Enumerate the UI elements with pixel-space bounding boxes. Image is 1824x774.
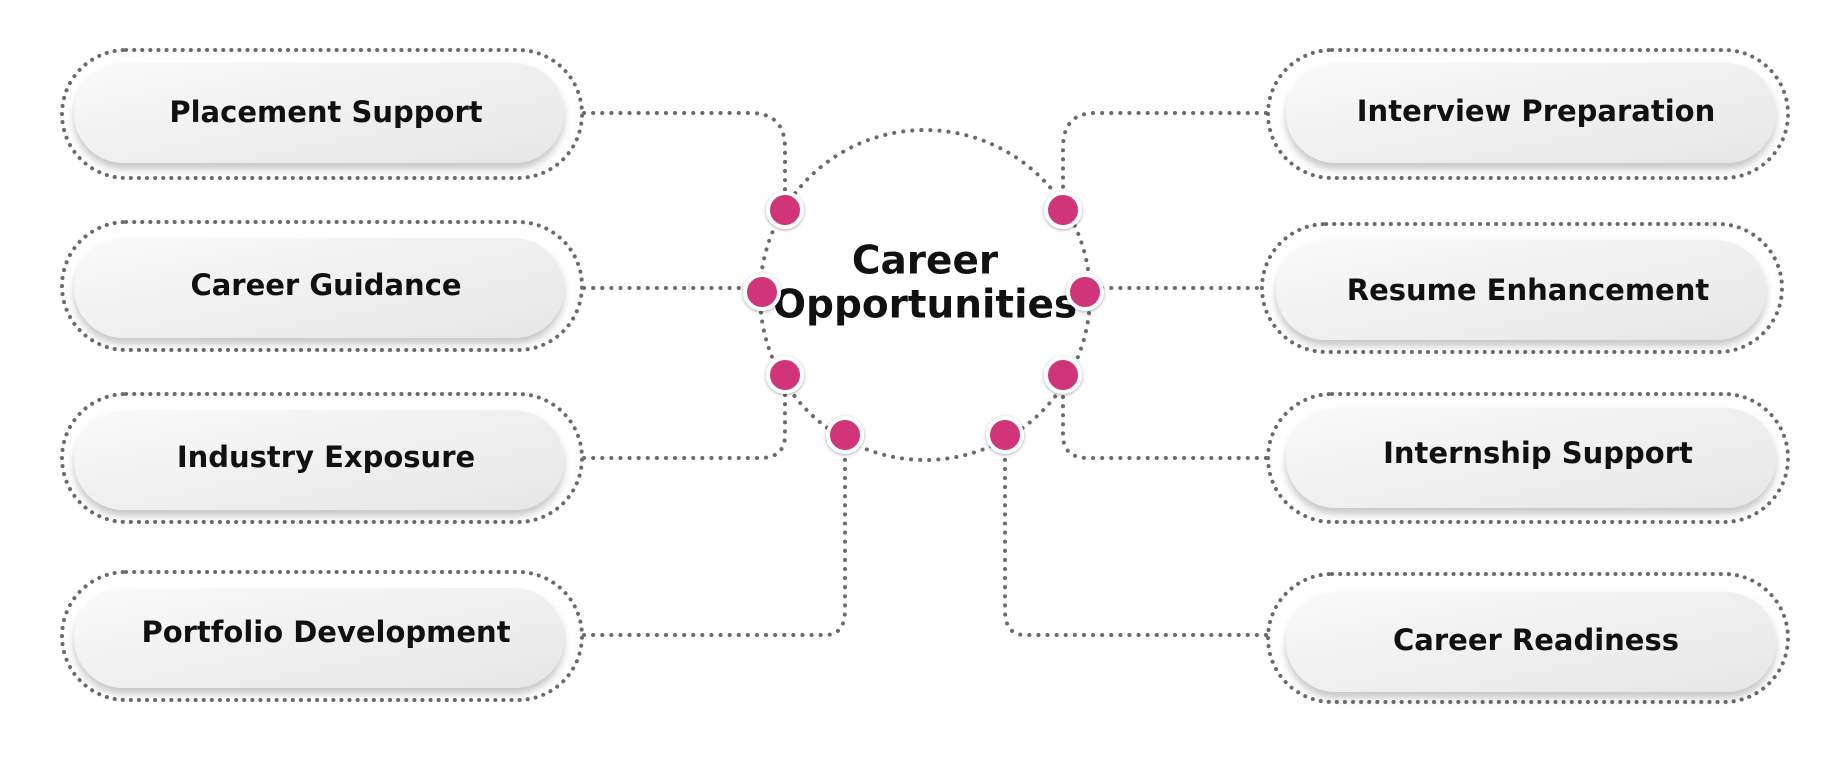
pill-label: Portfolio Development	[141, 615, 510, 649]
node-career-guidance	[743, 273, 781, 311]
right-pill-interview-preparation: Interview Preparation	[1266, 48, 1790, 180]
connector-interview-preparation	[1061, 111, 1268, 210]
node-portfolio-development	[826, 416, 864, 454]
center-title-line-2: Opportunities	[773, 283, 1077, 328]
left-pill-portfolio-development: Portfolio Development	[60, 570, 584, 702]
connector-career-readiness	[1003, 435, 1268, 637]
connector-portfolio-development	[582, 435, 847, 637]
connector-placement-support	[582, 111, 787, 210]
node-industry-exposure	[766, 356, 804, 394]
node-internship-support	[1044, 356, 1082, 394]
connection-nodes	[743, 191, 1104, 454]
center-title: Career Opportunities	[773, 239, 1077, 328]
left-pill-career-guidance: Career Guidance	[60, 220, 584, 352]
connector-internship-support	[1061, 373, 1268, 460]
node-career-readiness	[986, 416, 1024, 454]
pill-label: Placement Support	[169, 95, 482, 129]
connector-industry-exposure	[582, 373, 787, 460]
pill-label: Resume Enhancement	[1347, 273, 1710, 307]
left-pill-industry-exposure: Industry Exposure	[60, 392, 584, 524]
node-placement-support	[766, 191, 804, 229]
node-interview-preparation	[1044, 191, 1082, 229]
right-pill-resume-enhancement: Resume Enhancement	[1260, 222, 1784, 354]
pill-label: Career Readiness	[1393, 623, 1679, 657]
right-pill-internship-support: Internship Support	[1266, 392, 1790, 524]
pill-label: Interview Preparation	[1357, 94, 1715, 128]
node-resume-enhancement	[1066, 273, 1104, 311]
pill-label: Career Guidance	[190, 268, 461, 302]
right-pill-career-readiness: Career Readiness	[1266, 572, 1790, 704]
pill-label: Industry Exposure	[177, 440, 475, 474]
pill-label: Internship Support	[1383, 436, 1693, 470]
connector-lines	[582, 111, 1268, 637]
center-title-line-1: Career	[852, 239, 999, 284]
left-pill-placement-support: Placement Support	[60, 48, 584, 180]
